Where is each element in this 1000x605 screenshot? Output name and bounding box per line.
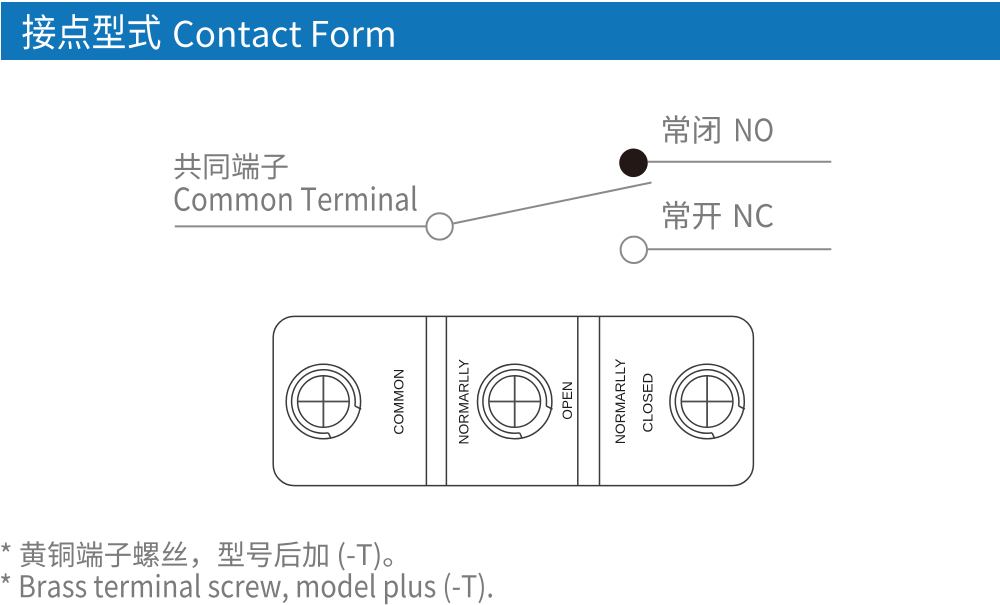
svg-text:CLOSED: CLOSED [640, 373, 656, 433]
svg-text:NORMARLLY: NORMARLLY [455, 358, 471, 444]
svg-text:NORMARLLY: NORMARLLY [612, 358, 628, 444]
svg-text:COMMON: COMMON [390, 369, 406, 435]
svg-text:OPEN: OPEN [559, 381, 575, 420]
